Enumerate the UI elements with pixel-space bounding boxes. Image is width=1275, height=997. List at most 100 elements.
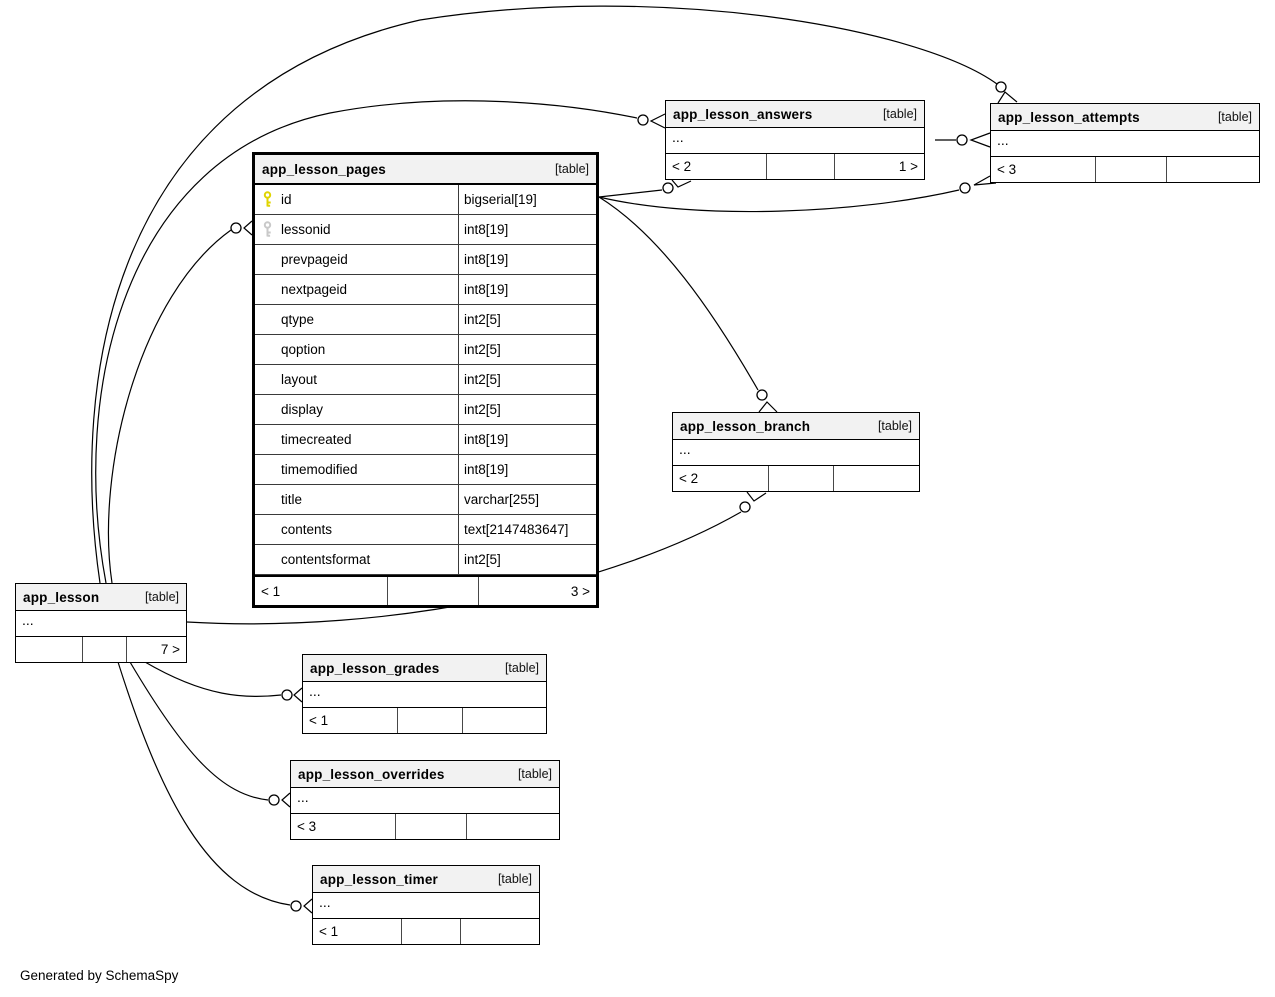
- table-footer: < 1 3 >: [255, 575, 596, 605]
- column-name: contentsformat: [281, 552, 371, 567]
- collapsed-columns: ...: [672, 129, 684, 145]
- column-row: layout int2[5]: [255, 365, 596, 395]
- footer-parents-count: [463, 708, 547, 733]
- column-row: qoption int2[5]: [255, 335, 596, 365]
- footer-parents-count: 7 >: [160, 642, 180, 657]
- footer-children-count: < 1: [309, 713, 329, 728]
- table-header: app_lesson_timer [table]: [313, 866, 539, 893]
- column-type: int8[19]: [458, 455, 596, 484]
- column-name: prevpageid: [281, 252, 348, 267]
- column-type: text[2147483647]: [458, 515, 596, 544]
- column-row: nextpageid int8[19]: [255, 275, 596, 305]
- table-app-lesson-branch[interactable]: app_lesson_branch [table] ... < 2: [672, 412, 920, 492]
- table-tag: [table]: [1217, 110, 1252, 124]
- footer-children-count: < 1: [319, 924, 339, 939]
- table-footer: < 3: [991, 156, 1259, 182]
- column-name: title: [281, 492, 303, 507]
- table-app-lesson-timer[interactable]: app_lesson_timer [table] ... < 1: [312, 865, 540, 945]
- footer-spacer: [397, 708, 463, 733]
- table-header: app_lesson_attempts [table]: [991, 104, 1259, 131]
- collapsed-columns: ...: [997, 132, 1009, 148]
- table-title[interactable]: app_lesson_overrides: [298, 766, 445, 782]
- column-row: timecreated int8[19]: [255, 425, 596, 455]
- table-tag: [table]: [554, 162, 589, 176]
- footer-parents-count: [467, 814, 559, 839]
- table-app-lesson[interactable]: app_lesson [table] ... 7 >: [15, 583, 187, 663]
- table-tag: [table]: [504, 661, 539, 675]
- footer-children-count: < 3: [997, 162, 1017, 177]
- table-footer: < 1: [303, 707, 546, 733]
- footer-children-count: [16, 637, 82, 662]
- column-type: bigserial[19]: [458, 185, 596, 214]
- footer-children-count: < 2: [679, 471, 699, 486]
- column-row: contents text[2147483647]: [255, 515, 596, 545]
- footer-spacer: [400, 919, 462, 944]
- table-tag: [table]: [882, 107, 917, 121]
- relationship-answers-attempts: [935, 132, 991, 148]
- relationship-lesson-grades: [144, 661, 303, 703]
- footer-spacer: [768, 466, 835, 491]
- column-row: timemodified int8[19]: [255, 455, 596, 485]
- footer-parents-count: [834, 466, 919, 491]
- column-row: qtype int2[5]: [255, 305, 596, 335]
- relationship-pages-answers: [598, 179, 692, 198]
- table-title[interactable]: app_lesson_grades: [310, 660, 440, 676]
- column-type: int8[19]: [458, 245, 596, 274]
- footer-parents-count: [461, 919, 539, 944]
- footer-spacer: [386, 577, 480, 605]
- column-name: display: [281, 402, 324, 417]
- table-header: app_lesson_answers [table]: [666, 101, 924, 128]
- collapsed-columns: ...: [679, 441, 691, 457]
- column-row: contentsformat int2[5]: [255, 545, 596, 575]
- table-tag: [table]: [517, 767, 552, 781]
- table-app-lesson-grades[interactable]: app_lesson_grades [table] ... < 1: [302, 654, 547, 734]
- column-name: id: [281, 192, 292, 207]
- table-footer: 7 >: [16, 636, 186, 662]
- footer-spacer: [82, 637, 128, 662]
- table-header: app_lesson_grades [table]: [303, 655, 546, 682]
- relationship-pages-attempts: [598, 175, 997, 213]
- footer-parents-count: 3 >: [570, 583, 590, 599]
- table-footer: < 1: [313, 918, 539, 944]
- column-row-id: id bigserial[19]: [255, 185, 596, 215]
- column-name: contents: [281, 522, 333, 537]
- table-footer: < 2 1 >: [666, 153, 924, 179]
- table-app-lesson-overrides[interactable]: app_lesson_overrides [table] ... < 3: [290, 760, 560, 840]
- footer-parents-count: [1167, 157, 1259, 182]
- column-type: int2[5]: [458, 335, 596, 364]
- column-row-lessonid: lessonid int8[19]: [255, 215, 596, 245]
- column-type: int8[19]: [458, 275, 596, 304]
- table-tag: [table]: [144, 590, 179, 604]
- column-name: timecreated: [281, 432, 352, 447]
- footer-spacer: [1094, 157, 1168, 182]
- column-type: int2[5]: [458, 365, 596, 394]
- column-type: varchar[255]: [458, 485, 596, 514]
- foreign-key-icon: [262, 221, 274, 238]
- table-title[interactable]: app_lesson_branch: [680, 418, 811, 434]
- column-type: int8[19]: [458, 425, 596, 454]
- column-name: nextpageid: [281, 282, 348, 297]
- table-title[interactable]: app_lesson_timer: [320, 871, 438, 887]
- relationship-lesson-pages: [107, 220, 253, 584]
- relationship-lesson-answers: [95, 100, 666, 584]
- column-name: qtype: [281, 312, 315, 327]
- column-type: int2[5]: [458, 395, 596, 424]
- table-title[interactable]: app_lesson_attempts: [998, 109, 1140, 125]
- column-name: lessonid: [281, 222, 331, 237]
- column-row: title varchar[255]: [255, 485, 596, 515]
- table-app-lesson-answers[interactable]: app_lesson_answers [table] ... < 2 1 >: [665, 100, 925, 180]
- column-name: layout: [281, 372, 318, 387]
- footer-children-count: < 3: [297, 819, 317, 834]
- relationship-lesson-timer: [117, 661, 313, 914]
- table-title[interactable]: app_lesson_pages: [262, 161, 387, 177]
- table-title[interactable]: app_lesson: [23, 589, 100, 605]
- relationship-lesson-attempts: [91, 5, 1018, 584]
- table-app-lesson-attempts[interactable]: app_lesson_attempts [table] ... < 3: [990, 103, 1260, 183]
- primary-key-icon: [262, 191, 274, 208]
- column-name: timemodified: [281, 462, 358, 477]
- footer-children-count: < 2: [672, 159, 692, 174]
- table-title[interactable]: app_lesson_answers: [673, 106, 813, 122]
- table-app-lesson-pages[interactable]: app_lesson_pages [table] id bigserial[19…: [252, 152, 599, 608]
